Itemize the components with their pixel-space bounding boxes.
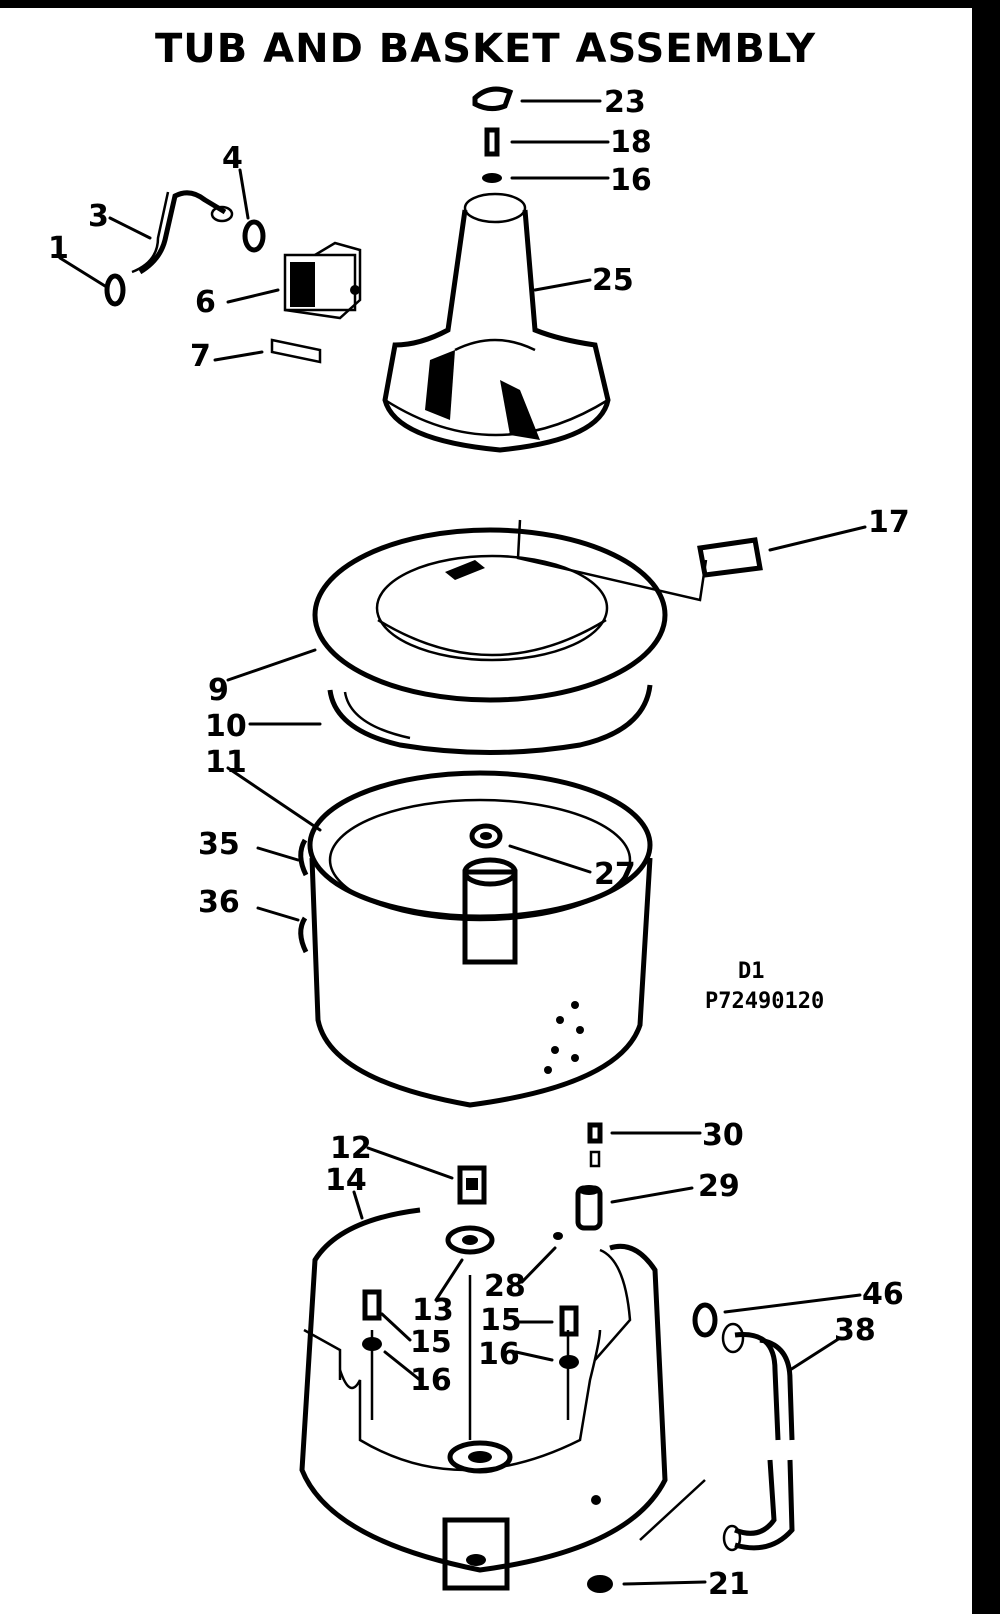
part-cap-23	[472, 86, 514, 112]
part-bolt-15-left	[362, 1289, 382, 1321]
diagram-title: TUB AND BASKET ASSEMBLY	[155, 26, 817, 72]
callout-10: 10	[205, 709, 247, 744]
part-clip-36	[298, 916, 309, 954]
part-clamp-1	[104, 273, 126, 307]
diagram-code-line1: D1	[738, 959, 765, 984]
part-basket-11	[307, 770, 653, 1108]
top-border-rule	[0, 0, 1000, 8]
part-clip-35	[298, 838, 309, 877]
callout-16-left: 16	[410, 1363, 452, 1398]
callout-38: 38	[834, 1313, 876, 1348]
part-washer-4	[242, 219, 266, 253]
callout-18: 18	[610, 125, 652, 160]
part-agitator-25	[382, 192, 611, 453]
callout-labels: 1 3 4 6 7 23 18 16 25 17 9 10 11 35 36 2…	[48, 85, 910, 1602]
callout-12: 12	[330, 1131, 372, 1166]
callout-11: 11	[205, 745, 247, 780]
callout-23: 23	[604, 85, 646, 120]
callout-7: 7	[190, 339, 211, 374]
callout-29: 29	[698, 1169, 740, 1204]
part-gasket-10	[327, 684, 653, 755]
part-washer-16-right	[559, 1355, 579, 1369]
part-bolt-18	[484, 127, 500, 157]
part-washer-16-top	[482, 173, 502, 183]
callout-46: 46	[862, 1277, 904, 1312]
part-nut-27	[469, 823, 503, 849]
part-valve-6	[283, 241, 362, 320]
callout-21: 21	[708, 1567, 750, 1602]
part-spring-30	[587, 1122, 603, 1168]
callout-9: 9	[208, 673, 229, 708]
part-tub-ring-9	[312, 527, 668, 703]
right-border-rule	[972, 0, 1000, 1614]
callout-3: 3	[88, 199, 109, 234]
part-pump-29	[575, 1185, 603, 1231]
diagram-code-line2: P72490120	[705, 989, 824, 1014]
part-bracket-7	[270, 338, 322, 364]
callout-16-right: 16	[478, 1337, 520, 1372]
callout-35: 35	[198, 827, 240, 862]
callout-14: 14	[325, 1163, 367, 1198]
callout-1: 1	[48, 231, 69, 266]
callout-25: 25	[592, 263, 634, 298]
part-bolt-15-right	[559, 1305, 579, 1337]
callout-15-right: 15	[480, 1303, 522, 1338]
leader-lines	[58, 99, 867, 1586]
callout-36: 36	[198, 885, 240, 920]
part-inlet-hose	[131, 190, 234, 275]
callout-6: 6	[195, 285, 216, 320]
callout-28: 28	[484, 1269, 526, 1304]
callout-16-top: 16	[610, 163, 652, 198]
callout-30: 30	[702, 1118, 744, 1153]
part-coupling-12	[457, 1165, 487, 1205]
part-outer-tub-14	[299, 1207, 668, 1591]
part-drain-hose-38	[639, 1322, 795, 1552]
callout-27: 27	[594, 857, 636, 892]
part-seal-13	[445, 1225, 495, 1255]
part-washer-16-left	[362, 1337, 382, 1351]
part-screw-28	[553, 1232, 563, 1240]
part-wire-17	[516, 519, 763, 602]
callout-4: 4	[222, 141, 243, 176]
callout-15-left: 15	[410, 1325, 452, 1360]
part-clamp-46	[692, 1302, 718, 1338]
callout-13: 13	[412, 1293, 454, 1328]
part-plug-21	[587, 1575, 613, 1593]
callout-17: 17	[868, 505, 910, 540]
